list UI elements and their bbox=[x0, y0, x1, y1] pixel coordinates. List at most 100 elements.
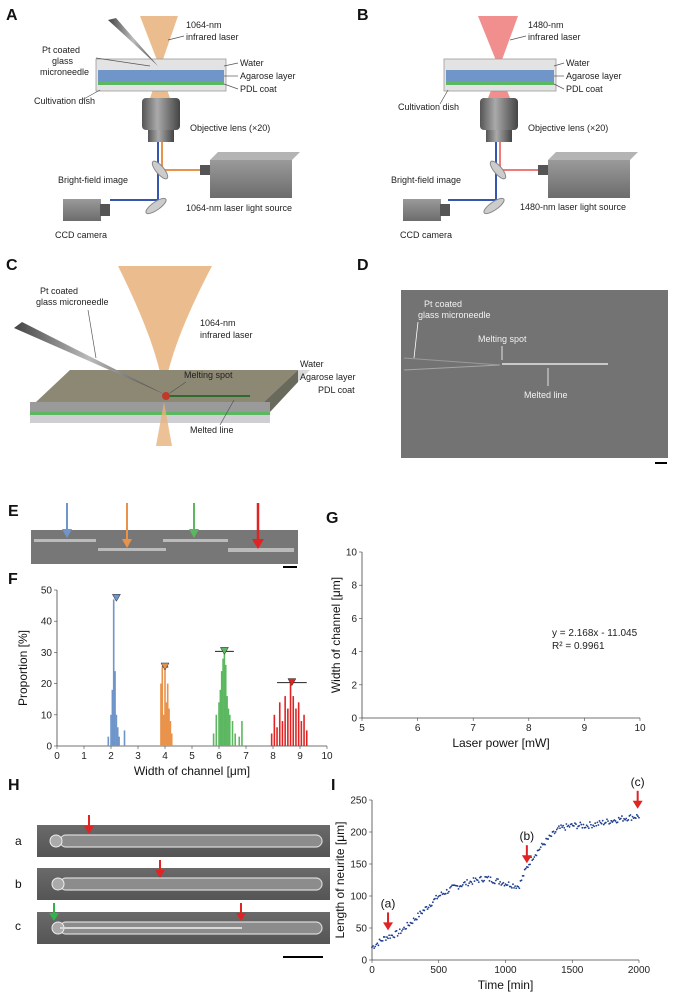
y-tick-label: 20 bbox=[41, 679, 53, 690]
label-brightfield-a: Bright-field image bbox=[58, 175, 128, 185]
data-point bbox=[371, 946, 373, 949]
data-point bbox=[477, 881, 480, 884]
label-pdl-a: PDL coat bbox=[240, 84, 277, 94]
green-arrow-h-c bbox=[49, 903, 59, 921]
pdl-front bbox=[30, 412, 270, 415]
row-label-a: a bbox=[15, 834, 22, 848]
data-point bbox=[428, 904, 431, 906]
panel-a: A 1064-nm infrared laser Pt coated glass… bbox=[6, 7, 300, 240]
data-point bbox=[635, 813, 638, 816]
data-point bbox=[570, 823, 573, 825]
data-point bbox=[421, 912, 424, 915]
data-point bbox=[437, 896, 440, 898]
data-point bbox=[564, 829, 567, 831]
data-point bbox=[538, 848, 541, 851]
r-squared: R² = 0.9961 bbox=[552, 641, 605, 652]
glass-microneedle bbox=[108, 18, 158, 66]
y-tick-label: 4 bbox=[351, 647, 357, 658]
data-point bbox=[417, 912, 419, 915]
y-tick-label: 30 bbox=[41, 648, 53, 659]
agarose-layer bbox=[98, 70, 224, 81]
data-point bbox=[552, 830, 555, 833]
data-point bbox=[472, 877, 475, 879]
data-point bbox=[427, 906, 430, 909]
marker-label: (c) bbox=[631, 775, 645, 789]
data-point bbox=[431, 901, 434, 904]
data-point bbox=[617, 816, 620, 819]
channel-e-3 bbox=[163, 539, 228, 542]
data-point bbox=[517, 885, 520, 888]
data-point bbox=[493, 882, 496, 885]
data-point bbox=[503, 884, 506, 887]
data-point bbox=[616, 821, 619, 824]
ccd-lens-b bbox=[440, 204, 450, 216]
data-point bbox=[372, 945, 374, 947]
glass-front bbox=[30, 415, 270, 423]
x-tick-label: 9 bbox=[297, 751, 303, 762]
data-point bbox=[592, 824, 594, 827]
label-water-a: Water bbox=[240, 58, 264, 68]
data-point bbox=[426, 908, 429, 910]
data-point bbox=[396, 935, 399, 937]
data-point bbox=[483, 879, 486, 882]
label-laser-a2: infrared laser bbox=[186, 32, 239, 42]
mean-marker-series-4 bbox=[287, 678, 297, 687]
ccd-camera-b bbox=[403, 199, 441, 221]
y-tick-label: 10 bbox=[41, 710, 53, 721]
data-point bbox=[565, 823, 568, 825]
data-point bbox=[591, 826, 593, 829]
panel-label-e: E bbox=[8, 503, 19, 520]
data-point bbox=[630, 819, 633, 821]
laser-cone-c-lower bbox=[156, 402, 172, 446]
x-tick-label: 5 bbox=[189, 751, 195, 762]
data-point bbox=[487, 875, 490, 878]
data-point bbox=[514, 885, 517, 888]
label-ccd-b: CCD camera bbox=[400, 230, 452, 240]
label-water-c: Water bbox=[300, 359, 324, 369]
data-point bbox=[395, 929, 398, 932]
data-point bbox=[634, 817, 637, 820]
dichroic-mirror bbox=[151, 160, 169, 180]
data-point bbox=[533, 856, 536, 858]
data-point bbox=[556, 827, 559, 829]
data-point bbox=[500, 884, 503, 886]
micrograph-d bbox=[401, 290, 668, 458]
x-tick-label: 500 bbox=[430, 965, 447, 976]
data-point bbox=[540, 842, 543, 845]
panel-e: E bbox=[8, 503, 298, 568]
arrow-red-e bbox=[252, 503, 264, 549]
data-point bbox=[584, 826, 587, 829]
data-point bbox=[502, 881, 505, 884]
arrow-blue-e bbox=[62, 503, 72, 538]
data-point bbox=[423, 909, 426, 912]
laser-source-port bbox=[200, 165, 210, 175]
y-axis-label: Length of neurite [μm] bbox=[333, 822, 347, 939]
data-point bbox=[609, 822, 612, 825]
data-point bbox=[376, 942, 379, 945]
data-point bbox=[511, 887, 513, 889]
data-point bbox=[527, 866, 529, 869]
panel-h: H a b c bbox=[8, 777, 330, 958]
data-point bbox=[531, 859, 534, 862]
data-point bbox=[374, 945, 377, 948]
y-tick-label: 0 bbox=[361, 956, 367, 967]
data-point bbox=[377, 944, 380, 947]
data-point bbox=[398, 928, 401, 931]
data-point bbox=[391, 934, 394, 937]
red-arrow-h-a bbox=[84, 815, 94, 834]
micrograph-h-a bbox=[37, 825, 330, 857]
micrograph-h-c bbox=[37, 912, 330, 944]
data-point bbox=[450, 885, 452, 888]
data-point bbox=[532, 858, 535, 860]
data-point bbox=[457, 888, 460, 890]
channel-e-2 bbox=[98, 548, 166, 551]
data-point bbox=[506, 884, 509, 886]
data-point bbox=[529, 863, 531, 866]
data-point bbox=[384, 939, 387, 942]
data-point bbox=[572, 825, 575, 827]
data-point bbox=[489, 876, 492, 879]
y-tick-label: 8 bbox=[351, 581, 357, 592]
slab-front bbox=[30, 402, 270, 412]
data-point bbox=[425, 905, 428, 908]
